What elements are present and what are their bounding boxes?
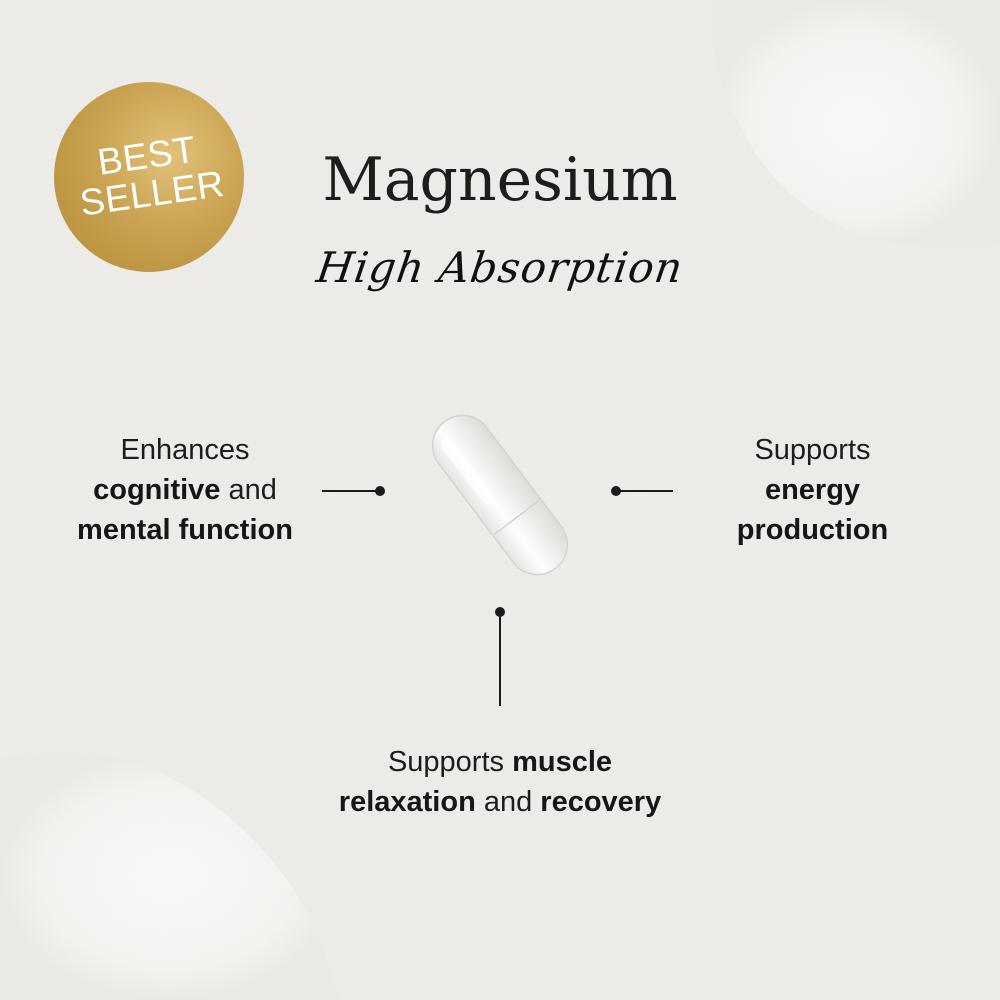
connector-right <box>611 486 673 496</box>
connector-bottom <box>495 607 505 706</box>
feature-cognitive-bold: cognitive <box>93 474 221 506</box>
product-title: Magnesium <box>322 145 678 215</box>
feature-cognitive-and: and <box>220 474 277 506</box>
feature-energy-line-3: production <box>736 514 889 546</box>
feature-energy: Supports energy production <box>700 430 925 550</box>
feature-cognitive: Enhances cognitive and mental function <box>40 430 330 550</box>
feature-muscle-supports: Supports <box>387 746 513 778</box>
feature-cognitive-line-3: mental function <box>77 514 293 546</box>
feature-recovery-bold: recovery <box>540 786 662 818</box>
feature-muscle-and: and <box>475 786 541 818</box>
connector-left <box>322 486 385 496</box>
feature-cognitive-line-1: Enhances <box>120 434 250 466</box>
feature-energy-line-2: energy <box>764 474 861 506</box>
feature-energy-line-1: Supports <box>754 434 871 466</box>
feature-relaxation-bold: relaxation <box>338 786 476 818</box>
capsule-image <box>431 414 569 576</box>
feature-muscle-bold: muscle <box>512 746 613 778</box>
feature-muscle: Supports muscle relaxation and recovery <box>280 742 720 822</box>
best-seller-badge: BEST SELLER <box>54 82 244 272</box>
